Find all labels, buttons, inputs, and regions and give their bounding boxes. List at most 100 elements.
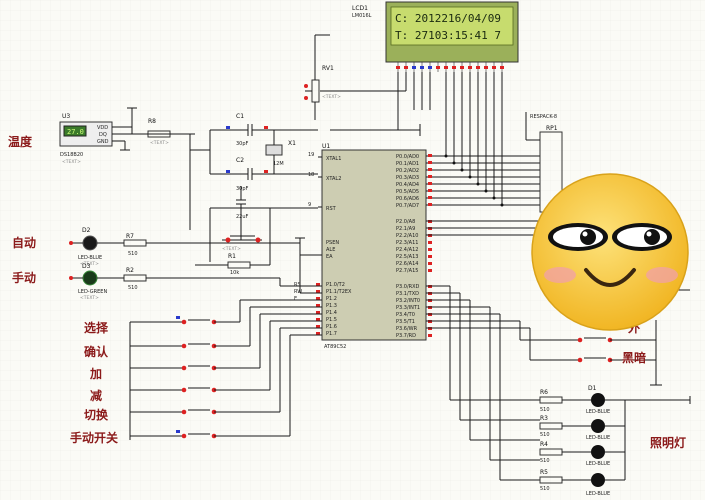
rv1-potentiometer: RV1 <TEXT> xyxy=(304,34,341,120)
d2-part: LED-BLUE xyxy=(78,255,102,261)
svg-text:ALE: ALE xyxy=(326,247,335,253)
svg-text:P2.6/A14: P2.6/A14 xyxy=(396,261,418,267)
led-d2: D2 LED-BLUE <TEXT> xyxy=(78,227,102,267)
switch-column xyxy=(129,299,322,440)
svg-text:P0.4/AD4: P0.4/AD4 xyxy=(396,182,419,188)
label-wendu: 温度 xyxy=(8,134,33,149)
light-switches xyxy=(577,289,690,386)
svg-text:P3.0/RXD: P3.0/RXD xyxy=(396,284,420,290)
svg-text:R2: R2 xyxy=(126,267,134,274)
svg-text:19: 19 xyxy=(308,152,314,158)
svg-text:P1.1/T2EX: P1.1/T2EX xyxy=(326,289,352,295)
x1-ref: X1 xyxy=(288,140,296,147)
u3-pin-gnd: GND xyxy=(97,139,109,145)
svg-text:R6: R6 xyxy=(540,389,548,396)
svg-text:P2.5/A13: P2.5/A13 xyxy=(396,254,418,260)
r1-ref: R1 xyxy=(228,253,236,260)
u3-pin-dq: DQ xyxy=(99,132,107,138)
u3-ref: U3 xyxy=(62,113,70,120)
label-jia: 加 xyxy=(89,366,102,381)
svg-text:EA: EA xyxy=(326,254,333,260)
svg-text:RS: RS xyxy=(294,282,301,288)
svg-text:P1.3: P1.3 xyxy=(326,303,337,309)
c2-value: 30pF xyxy=(236,186,249,192)
svg-text:LED-BLUE: LED-BLUE xyxy=(586,435,610,441)
svg-text:E: E xyxy=(294,296,297,302)
svg-text:P2.4/A12: P2.4/A12 xyxy=(396,247,418,253)
lcd-ref: LCD1 xyxy=(352,5,368,12)
u3-text: <TEXT> xyxy=(62,159,81,165)
svg-text:XTAL2: XTAL2 xyxy=(326,176,341,182)
c3-value: 22uF xyxy=(236,214,249,220)
lcd-part: LM016L xyxy=(352,13,372,19)
svg-text:P2.1/A9: P2.1/A9 xyxy=(396,226,415,232)
u1-at89c52: U1 XTAL1 XTAL2 RST PSEN ALE EA P1.0/T2 P… xyxy=(294,143,427,350)
svg-text:P1.0/T2: P1.0/T2 xyxy=(326,282,345,288)
svg-text:RW: RW xyxy=(294,289,302,295)
svg-text:LED-BLUE: LED-BLUE xyxy=(586,409,610,415)
svg-text:<TEXT>: <TEXT> xyxy=(80,261,99,267)
svg-text:9: 9 xyxy=(308,202,311,208)
x1-value: 12M xyxy=(273,161,284,167)
svg-text:P1.4: P1.4 xyxy=(326,310,337,316)
svg-text:P2.7/A15: P2.7/A15 xyxy=(396,268,418,274)
svg-text:P0.7/AD7: P0.7/AD7 xyxy=(396,203,419,209)
svg-text:P2.3/A11: P2.3/A11 xyxy=(396,240,418,246)
svg-text:<TEXT>: <TEXT> xyxy=(80,295,99,301)
svg-text:R3: R3 xyxy=(540,415,548,422)
reset-text: <TEXT> xyxy=(222,246,241,252)
svg-text:P1.7: P1.7 xyxy=(326,331,337,337)
svg-text:510: 510 xyxy=(540,432,550,438)
rp1-ref: RP1 xyxy=(546,125,558,132)
svg-text:P1.5: P1.5 xyxy=(326,317,337,323)
svg-text:R5: R5 xyxy=(540,469,548,476)
svg-text:P3.5/T1: P3.5/T1 xyxy=(396,319,415,325)
label-shoudong-kaiguan: 手动开关 xyxy=(70,430,118,445)
c1-ref: C1 xyxy=(236,113,244,120)
svg-text:P0.2/AD2: P0.2/AD2 xyxy=(396,168,419,174)
d3-ref: D3 xyxy=(82,263,91,270)
lighting-leds: D1 R6 510 R3 510 R4 510 R5 510 LED-BLUE … xyxy=(539,385,691,497)
u3-pin-vdd: VDD xyxy=(97,125,108,131)
label-qiehuan: 切换 xyxy=(84,407,109,422)
lcd-line2: T: 27103:15:41 7 xyxy=(395,29,501,42)
label-xuanze: 选择 xyxy=(84,320,109,335)
r8-text: <TEXT> xyxy=(150,140,169,146)
svg-text:P0.5/AD5: P0.5/AD5 xyxy=(396,189,419,195)
c2-ref: C2 xyxy=(236,157,244,164)
svg-text:P2.0/A8: P2.0/A8 xyxy=(396,219,415,225)
svg-text:P3.4/T0: P3.4/T0 xyxy=(396,312,415,318)
rp1-part: RESPACK-8 xyxy=(530,114,557,120)
d2-ref: D2 xyxy=(82,227,91,234)
svg-text:P1.6: P1.6 xyxy=(326,324,337,330)
lcd-module: LCD1 LM016L C: 2012216/04/09 T: 27103:15… xyxy=(352,1,519,72)
svg-text:LED-BLUE: LED-BLUE xyxy=(586,461,610,467)
svg-text:P0.1/AD1: P0.1/AD1 xyxy=(396,161,419,167)
reset-circuit: 22uF <TEXT> R1 10k xyxy=(195,186,318,276)
u3-part: DS18B20 xyxy=(60,152,83,158)
r8-ref: R8 xyxy=(148,118,156,125)
svg-text:510: 510 xyxy=(540,486,550,492)
svg-text:P0.3/AD3: P0.3/AD3 xyxy=(396,175,419,181)
c1-value: 30pF xyxy=(236,141,249,147)
svg-text:P3.6/WR: P3.6/WR xyxy=(396,326,418,332)
lcd-line1: C: 2012216/04/09 xyxy=(395,12,501,25)
label-jian: 减 xyxy=(90,388,102,403)
rv1-ref: RV1 xyxy=(322,65,334,72)
u1-part: AT89C52 xyxy=(324,344,346,350)
svg-text:RST: RST xyxy=(326,206,337,212)
svg-text:R4: R4 xyxy=(540,441,548,448)
svg-text:P3.2/INT0: P3.2/INT0 xyxy=(396,298,420,304)
svg-text:P0.0/AD0: P0.0/AD0 xyxy=(396,154,419,160)
svg-text:LED-BLUE: LED-BLUE xyxy=(586,491,610,497)
svg-text:510: 510 xyxy=(128,285,138,291)
d3-part: LED-GREEN xyxy=(78,289,107,295)
smiling-face-icon xyxy=(531,173,689,331)
svg-text:510: 510 xyxy=(128,251,138,257)
label-shoudong: 手动 xyxy=(12,270,36,285)
svg-text:510: 510 xyxy=(540,407,550,413)
label-zhaoming: 照明灯 xyxy=(650,435,686,450)
svg-text:P2.2/A10: P2.2/A10 xyxy=(396,233,418,239)
label-queren: 确认 xyxy=(84,344,109,359)
label-heian: 黑暗 xyxy=(622,350,646,365)
